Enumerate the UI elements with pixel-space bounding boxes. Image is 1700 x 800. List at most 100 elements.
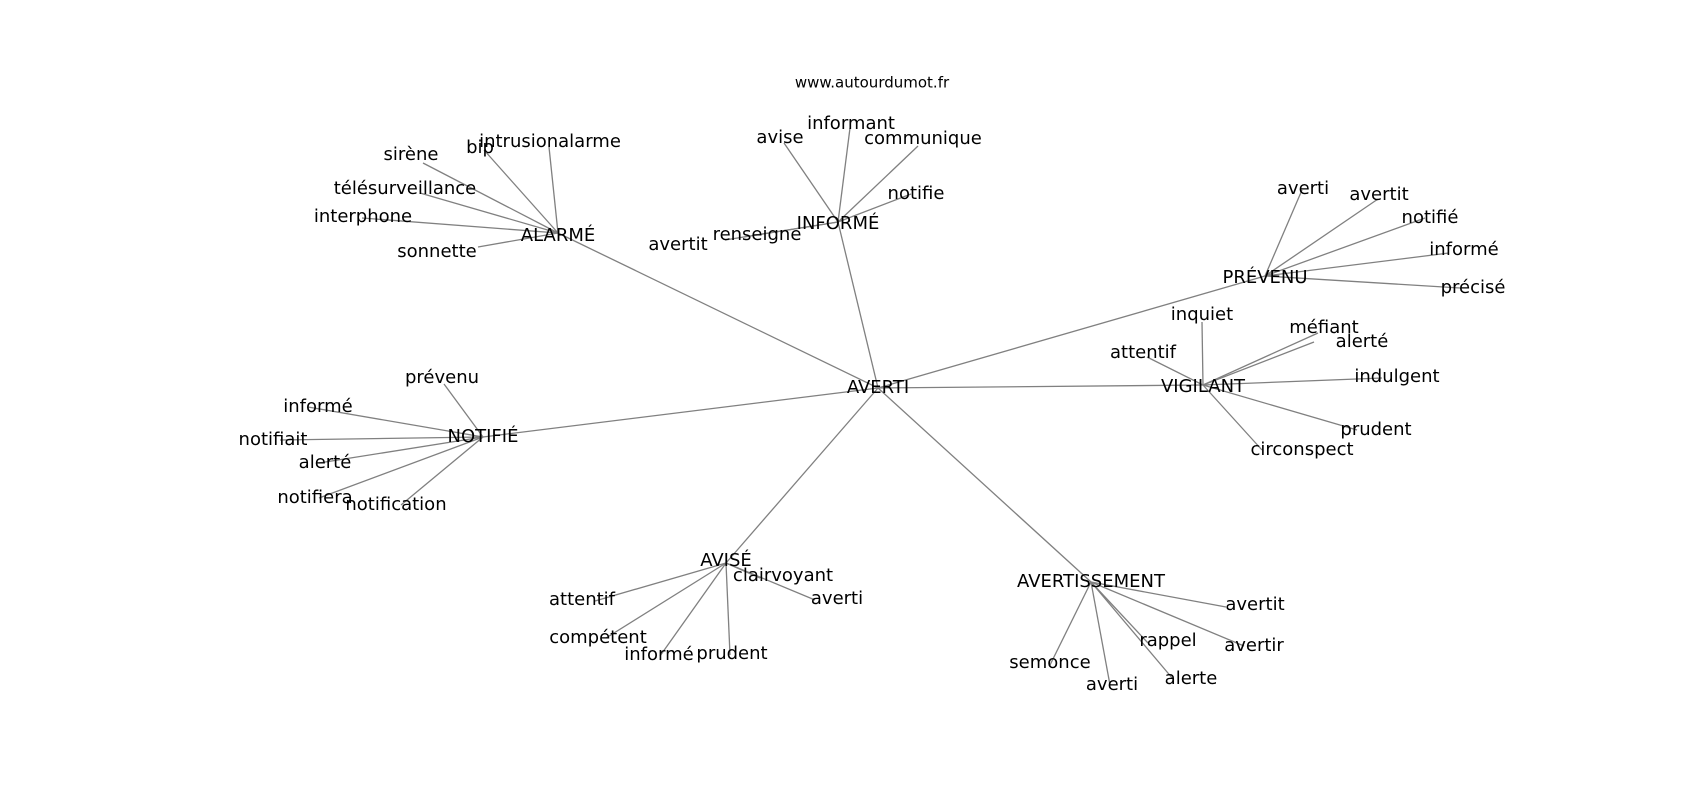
leaf-node-avise-attentif: attentif [549, 589, 616, 610]
edge-root-to-avertissement [877, 387, 1092, 583]
edge-notifie-to-alerte [318, 436, 484, 464]
edge-avertissement-to-avertit [1090, 581, 1227, 608]
edge-informe-to-informant [837, 127, 851, 223]
leaf-node-avise-competent: compétent [549, 627, 647, 648]
edge-notifie-to-informe [307, 406, 484, 438]
leaf-node-vigilant-circonspect: circonspect [1250, 439, 1353, 460]
edge-informe-to-avertit [724, 221, 839, 241]
leaf-node-alarme-sirene: sirène [384, 144, 439, 165]
leaf-node-avertissement-avertir: avertir [1224, 635, 1284, 656]
edge-notifie-to-notification [400, 436, 484, 506]
edge-prevenu-to-avertit [1264, 198, 1379, 277]
edge-root-to-vigilant [877, 384, 1204, 389]
leaf-node-informe-renseigne: renseigne [713, 224, 802, 245]
leaf-node-informe-informant: informant [807, 113, 895, 134]
leaf-node-prevenu-avertit: avertit [1349, 184, 1408, 205]
leaf-node-avertissement-avertit: avertit [1225, 594, 1284, 615]
edge-notifie-to-prevenu [443, 383, 484, 438]
leaf-node-alarme-bip: bip [466, 137, 494, 158]
leaf-node-avise-prudent: prudent [696, 643, 767, 664]
leaf-node-alarme-sonnette: sonnette [397, 241, 476, 262]
edge-vigilant-to-inquiet [1201, 321, 1204, 386]
leaf-node-notifie-informe: informé [283, 396, 352, 417]
leaf-node-prevenu-notifie: notifié [1402, 207, 1459, 228]
edge-notifie-to-notifiera [318, 436, 484, 499]
leaf-node-notifie-alerte: alerté [299, 452, 352, 473]
edge-alarme-to-interphone [361, 217, 559, 234]
edge-avertissement-to-alerte [1090, 581, 1174, 680]
edge-alarme-to-intrusionalarme [548, 146, 559, 234]
leaf-node-avertissement-alerte: alerte [1165, 668, 1218, 689]
edge-avertissement-to-averti [1090, 581, 1111, 686]
root-node-averti: AVERTI [847, 377, 909, 398]
leaf-node-avertissement-semonce: semonce [1009, 652, 1090, 673]
edge-alarme-to-sonnette [477, 232, 559, 248]
leaf-node-avise-clairvoyant: clairvoyant [733, 565, 833, 586]
edge-alarme-to-bip [483, 149, 559, 234]
leaf-node-vigilant-indulgent: indulgent [1354, 366, 1439, 387]
leaf-node-alarme-interphone: interphone [314, 206, 412, 227]
leaf-node-avise-informe: informé [624, 644, 693, 665]
leaf-node-prevenu-averti: averti [1277, 178, 1329, 199]
edge-prevenu-to-averti [1264, 189, 1303, 277]
edge-avise-to-informe [659, 562, 727, 657]
leaf-node-vigilant-prudent: prudent [1340, 419, 1411, 440]
source-website-label: www.autourdumot.fr [795, 74, 950, 92]
edge-avertissement-to-semonce [1049, 581, 1092, 666]
edge-informe-to-communique [837, 145, 919, 223]
edge-root-to-informe [837, 221, 879, 389]
leaf-node-prevenu-informe: informé [1429, 239, 1498, 260]
edge-alarme-to-sirene [422, 162, 559, 234]
edge-root-to-avise [725, 387, 879, 564]
edge-notifie-to-notifiait [279, 436, 484, 441]
edge-avise-to-attentif [594, 562, 727, 602]
edge-vigilant-to-indulgent [1202, 377, 1383, 386]
edge-avise-to-prudent [725, 562, 731, 656]
edge-vigilant-to-alerte [1202, 341, 1315, 386]
leaf-node-notifie-notifiait: notifiait [239, 429, 308, 450]
leaf-node-prevenu-precise: précisé [1441, 277, 1506, 298]
leaf-node-notifie-prevenu: prévenu [405, 367, 479, 388]
edge-avertissement-to-rappel [1090, 581, 1149, 644]
edge-root-to-notifie [482, 387, 879, 438]
leaf-node-vigilant-inquiet: inquiet [1171, 304, 1233, 325]
hub-node-notifie: NOTIFIÉ [448, 425, 519, 447]
hub-node-alarme: ALARMÉ [521, 224, 595, 246]
leaf-node-avertissement-averti: averti [1086, 674, 1138, 695]
edge-informe-to-avise [783, 142, 839, 223]
edge-prevenu-to-precise [1264, 275, 1461, 289]
graph-edges [279, 127, 1461, 686]
hub-node-avise: AVISÉ [700, 549, 752, 571]
edge-prevenu-to-informe [1264, 252, 1450, 277]
edge-alarme-to-telesurveillance [419, 192, 559, 234]
edge-avise-to-averti [725, 562, 816, 601]
leaf-node-vigilant-alerte: alerté [1336, 331, 1389, 352]
edge-root-to-prevenu [877, 275, 1266, 389]
leaf-node-informe-avise: avise [756, 127, 803, 148]
leaf-node-informe-communique: communique [864, 128, 982, 149]
leaf-node-alarme-telesurveillance: télésurveillance [334, 178, 477, 199]
leaf-node-notifie-notifiera: notifiera [277, 487, 352, 508]
edge-vigilant-to-attentif [1146, 356, 1204, 386]
hub-node-prevenu: PRÉVENU [1222, 266, 1307, 288]
leaf-node-avise-averti: averti [811, 588, 863, 609]
edge-vigilant-to-circonspect [1202, 384, 1263, 451]
edge-vigilant-to-prudent [1202, 384, 1358, 431]
leaf-node-alarme-intrusionalarme: intrusionalarme [479, 131, 621, 152]
leaf-node-avertissement-rappel: rappel [1139, 630, 1196, 651]
edge-root-to-alarme [557, 232, 879, 389]
leaf-node-informe-avertit: avertit [648, 234, 707, 255]
leaf-node-informe-notifie: notifie [888, 183, 945, 204]
edge-vigilant-to-mefiant [1202, 332, 1319, 386]
hub-node-informe: INFORMÉ [797, 212, 880, 234]
hub-node-vigilant: VIGILANT [1161, 376, 1246, 397]
leaf-node-vigilant-attentif: attentif [1110, 342, 1177, 363]
edge-informe-to-notifie [837, 193, 912, 223]
edge-avertissement-to-avertir [1090, 581, 1245, 647]
leaf-node-notifie-notification: notification [345, 494, 446, 515]
hub-node-avertissement: AVERTISSEMENT [1017, 571, 1166, 592]
leaf-node-vigilant-mefiant: méfiant [1289, 317, 1358, 338]
edge-avise-to-competent [605, 562, 727, 639]
